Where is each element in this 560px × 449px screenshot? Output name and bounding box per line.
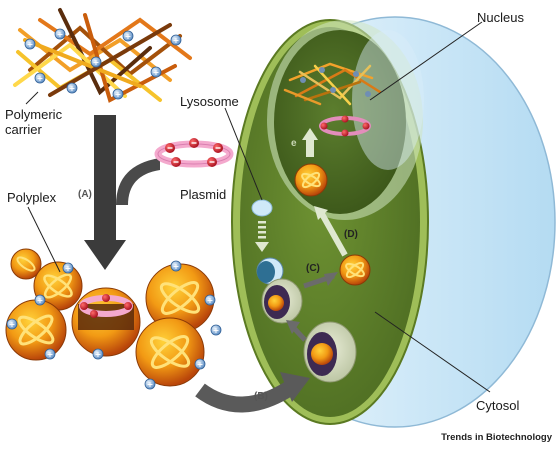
plus-charge-icon: +: [6, 318, 18, 330]
leader-polyplex: [27, 206, 61, 273]
leader-lysosome: [224, 107, 263, 201]
minus-charge-icon: [341, 129, 349, 137]
minus-charge-icon: [362, 122, 370, 130]
plus-charge-icon: +: [170, 260, 182, 272]
polyplex-charges: + + + + + + + + + +: [6, 260, 222, 390]
plus-charge-icon: +: [34, 294, 46, 306]
plus-charge-icon: +: [204, 294, 216, 306]
lysosome-organelle: [251, 199, 273, 217]
arrow-step-d: [319, 212, 348, 257]
plus-charge-icon: +: [34, 72, 46, 84]
step-b-label: (B): [254, 391, 268, 402]
minus-charge-icon: [189, 138, 199, 148]
plus-charge-icon: +: [170, 34, 182, 46]
minus-charge-icon: [320, 122, 328, 130]
plus-charge-icon: +: [62, 262, 74, 274]
polyplex-particle: [33, 261, 83, 311]
polyplex-particle-cutaway: [71, 287, 141, 357]
endosome-late: [261, 278, 303, 324]
plus-charge-icon: +: [144, 378, 156, 390]
journal-credit: Trends in Biotechnology: [441, 432, 552, 443]
plasmid-in-nucleus: [319, 115, 371, 137]
endosome-early: [303, 321, 357, 383]
polyplex-nuclear-entry: [294, 163, 328, 197]
svg-text:+: +: [69, 84, 76, 93]
label-nucleus: Nucleus: [477, 10, 524, 25]
leader-polymeric-carrier: [25, 91, 39, 105]
plus-charge-icon: +: [150, 66, 162, 78]
svg-text:+: +: [147, 380, 154, 389]
lysosome-dashed-arrow: [255, 221, 269, 252]
svg-text:+: +: [115, 90, 122, 99]
endosome-fusing: [256, 257, 284, 285]
plus-charge-icon: +: [90, 56, 102, 68]
minus-charge-icon: [213, 143, 223, 153]
svg-text:+: +: [27, 40, 34, 49]
plus-charge-icon: +: [122, 30, 134, 42]
leader-nucleus: [369, 21, 483, 101]
leader-cytosol: [374, 311, 491, 393]
polyplex-cluster: [5, 248, 215, 387]
svg-text:+: +: [153, 68, 160, 77]
polyplex-particle: [10, 248, 42, 280]
plus-charge-icon: +: [54, 28, 66, 40]
polymeric-carrier-mesh: [13, 8, 192, 103]
plus-charge-icon: +: [194, 358, 206, 370]
polyplex-particle: [135, 317, 205, 387]
label-plasmid: Plasmid: [180, 187, 227, 202]
plus-charge-icon: +: [24, 38, 36, 50]
label-polymeric-carrier: Polymeric carrier: [5, 107, 63, 137]
step-e-label: e: [291, 138, 297, 149]
svg-text:+: +: [207, 296, 214, 305]
svg-text:+: +: [93, 58, 100, 67]
label-polyplex: Polyplex: [7, 190, 57, 205]
step-a-label: (A): [78, 189, 92, 200]
svg-text:+: +: [213, 326, 220, 335]
minus-charge-icon: [207, 157, 217, 167]
svg-text:+: +: [37, 74, 44, 83]
arrow-step-a: [84, 115, 160, 270]
nucleus-glass-highlight: [352, 30, 424, 170]
step-c-label: (C): [306, 263, 320, 274]
svg-text:+: +: [9, 320, 16, 329]
label-lysosome: Lysosome: [180, 94, 239, 109]
carrier-charges: + + + + + + + + +: [24, 28, 182, 100]
arrow-step-b: [195, 372, 310, 413]
svg-text:+: +: [173, 36, 180, 45]
minus-charge-icon: [171, 157, 181, 167]
step-d-label: (D): [344, 229, 358, 240]
svg-text:+: +: [197, 360, 204, 369]
svg-text:+: +: [173, 262, 180, 271]
svg-text:+: +: [37, 296, 44, 305]
minus-charge-icon: [341, 115, 349, 123]
plasmid-free: [154, 138, 234, 168]
plus-charge-icon: +: [112, 88, 124, 100]
leader-lines: [25, 21, 491, 393]
svg-text:+: +: [125, 32, 132, 41]
plus-charge-icon: +: [210, 324, 222, 336]
nucleus-charges: [300, 67, 371, 97]
svg-text:+: +: [47, 350, 54, 359]
svg-text:+: +: [95, 350, 102, 359]
svg-text:+: +: [65, 264, 72, 273]
arrow-step-e: [302, 128, 318, 157]
plus-charge-icon: +: [92, 348, 104, 360]
polyplex-particle: [5, 299, 67, 361]
plus-charge-icon: +: [44, 348, 56, 360]
minus-charge-icon: [165, 143, 175, 153]
label-cytosol: Cytosol: [476, 398, 520, 413]
svg-text:+: +: [57, 30, 64, 39]
polyplex-cytosol: [339, 254, 371, 286]
cell: [231, 16, 556, 428]
plus-charge-icon: +: [66, 82, 78, 94]
